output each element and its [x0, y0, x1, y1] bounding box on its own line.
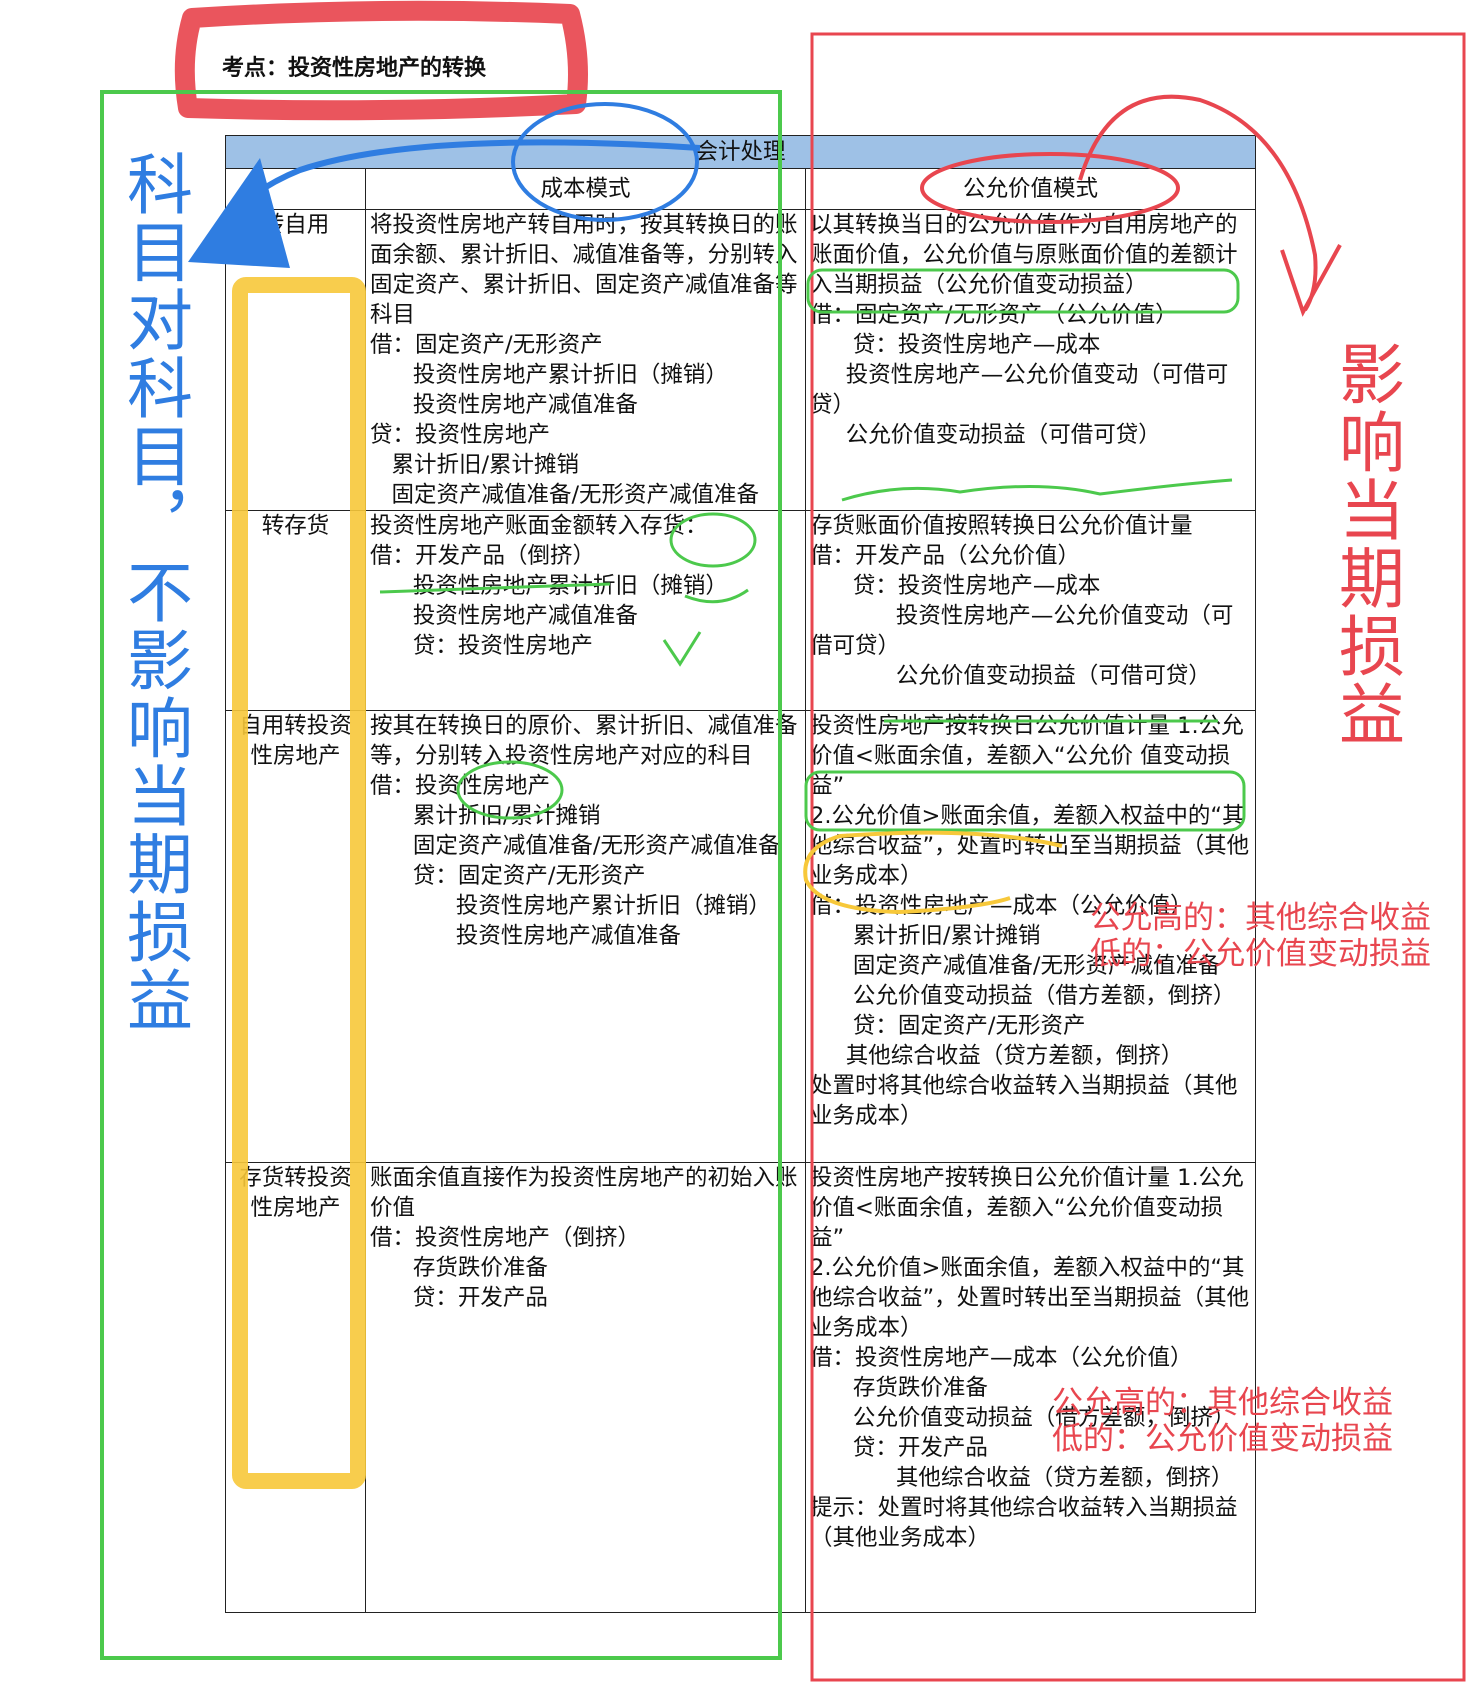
cell-line: 公允价值变动损益（借方差额，倒挤） — [810, 983, 1236, 1009]
row-label: 存货转投资性房地产 — [225, 1162, 366, 1613]
cell-line: 投资性房地产按转换日公允价值计量 1.公允价值<账面余值，差额入“公允价 值变动… — [810, 713, 1244, 799]
cell-line: 借：固定资产/无形资产（公允价值） — [810, 302, 1178, 328]
note-line: 低的：公允价值变动损益 — [1090, 936, 1431, 972]
cell-line: 公允价值变动损益（可借可贷） — [810, 422, 1161, 448]
cell-line: 借：开发产品（倒挤） — [370, 543, 596, 569]
right-annotation-profit-impact: 影响当期损益 — [1328, 340, 1405, 748]
cell-line: 投资性房地产账面金额转入存货： — [370, 513, 708, 539]
left-annotation-no-profit-impact: 科目对科目，不影响当期损益 — [116, 150, 193, 1034]
fair-cell: 存货账面价值按照转换日公允价值计量借：开发产品（公允价值） 贷：投资性房地产—成… — [804, 510, 1257, 711]
cell-line: 贷：投资性房地产 — [370, 633, 593, 659]
header-empty — [225, 168, 366, 210]
cell-line: 借：投资性房地产 — [370, 773, 551, 799]
cell-line: 贷：固定资产/无形资产 — [810, 1013, 1086, 1039]
cost-cell: 将投资性房地产转自用时，按其转换日的账面余额、累计折旧、减值准备等，分别转入固定… — [365, 209, 806, 511]
cell-line: 处置时将其他综合收益转入当期损益（其他业务成本） — [810, 1073, 1238, 1129]
cell-line: 贷：开发产品 — [370, 1285, 548, 1311]
cell-line: 按其在转换日的原价、累计折旧、减值准备等，分别转入投资性房地产对应的科目 — [370, 713, 798, 769]
table-row: 转存货 投资性房地产账面金额转入存货： 借：开发产品（倒挤） 投资性房地产累计折旧… — [225, 510, 1257, 711]
fair-cell: 以其转换当日的公允价值作为自用房地产的账面价值，公允价值与原账面价值的差额计入当… — [804, 209, 1257, 511]
table-header-row: 会计处理 — [224, 135, 1257, 169]
red-note-row3: 公允高的：其他综合收益 低的：公允价值变动损益 — [1090, 900, 1431, 972]
cell-line: 以其转换当日的公允价值作为自用房地产的账面价值，公允价值与原账面价值的差额计入当… — [810, 212, 1238, 298]
cell-line: 固定资产减值准备/无形资产减值准备 — [370, 482, 760, 508]
table-subheader-row: 成本模式 公允价值模式 — [225, 168, 1257, 210]
cell-line: 累计折旧/累计摊销 — [370, 803, 601, 829]
cell-line: 账面余值直接作为投资性房地产的初始入账价值 — [370, 1165, 798, 1221]
cell-line: 借：投资性房地产（倒挤） — [370, 1225, 641, 1251]
cell-line: 投资性房地产—公允价值变动（可借可贷） — [810, 603, 1234, 659]
cell-line: 投资性房地产减值准备 — [370, 923, 681, 949]
cell-line: 贷：投资性房地产 — [370, 422, 551, 448]
cost-cell: 账面余值直接作为投资性房地产的初始入账价值借：投资性房地产（倒挤） 存货跌价准备… — [365, 1162, 806, 1613]
cell-line: 贷：投资性房地产—成本 — [810, 332, 1101, 358]
cell-line: 将投资性房地产转自用时，按其转换日的账面余额、累计折旧、减值准备等，分别转入固定… — [370, 212, 798, 328]
row-label: 转存货 — [225, 510, 366, 711]
cell-line: 借：开发产品（公允价值） — [810, 543, 1081, 569]
cell-line: 投资性房地产累计折旧（摊销） — [370, 573, 728, 599]
cell-line: 投资性房地产按转换日公允价值计量 1.公允价值<账面余值，差额入“公允价值变动损… — [810, 1165, 1244, 1251]
cell-line: 投资性房地产—公允价值变动（可借可贷） — [810, 362, 1229, 418]
note-line: 公允高的：其他综合收益 — [1090, 900, 1431, 936]
red-note-row4: 公允高的：其他综合收益 低的：公允价值变动损益 — [1052, 1385, 1393, 1457]
cell-line: 提示：处置时将其他综合收益转入当期损益（其他业务成本） — [810, 1495, 1238, 1551]
note-line: 低的：公允价值变动损益 — [1052, 1421, 1393, 1457]
cell-line: 存货账面价值按照转换日公允价值计量 — [810, 513, 1193, 539]
cell-line: 其他综合收益（贷方差额，倒挤） — [810, 1043, 1184, 1069]
header-cost-model: 成本模式 — [365, 168, 806, 210]
cell-line: 2.公允价值>账面余值，差额入权益中的“其他综合收益”，处置时转出至当期损益（其… — [810, 803, 1250, 889]
cell-line: 投资性房地产减值准备 — [370, 392, 638, 418]
cell-line: 公允价值变动损益（可借可贷） — [810, 663, 1211, 689]
cell-line: 固定资产减值准备/无形资产减值准备 — [370, 833, 781, 859]
cell-line: 2.公允价值>账面余值，差额入权益中的“其他综合收益”，处置时转出至当期损益（其… — [810, 1255, 1250, 1341]
cell-line: 贷：投资性房地产—成本 — [810, 573, 1101, 599]
page-title: 考点：投资性房地产的转换 — [222, 56, 487, 81]
cell-line: 借：投资性房地产—成本（公允价值） — [810, 1345, 1193, 1371]
cost-cell: 投资性房地产账面金额转入存货： 借：开发产品（倒挤） 投资性房地产累计折旧（摊销）… — [365, 510, 806, 711]
table-row: 转自用 将投资性房地产转自用时，按其转换日的账面余额、累计折旧、减值准备等，分别… — [225, 209, 1257, 511]
cell-line: 存货跌价准备 — [370, 1255, 548, 1281]
cell-line: 贷：固定资产/无形资产 — [370, 863, 646, 889]
note-line: 公允高的：其他综合收益 — [1052, 1385, 1393, 1421]
cell-line: 投资性房地产累计折旧（摊销） — [370, 893, 771, 919]
row-label: 自用转投资性房地产 — [225, 710, 366, 1163]
cell-line: 借：固定资产/无形资产 — [370, 332, 603, 358]
header-fair-value-model: 公允价值模式 — [804, 168, 1257, 210]
cell-line: 投资性房地产累计折旧（摊销） — [370, 362, 728, 388]
cell-line: 其他综合收益（贷方差额，倒挤） — [810, 1465, 1234, 1491]
header-accounting: 会计处理 — [224, 135, 1257, 169]
cell-line: 投资性房地产减值准备 — [370, 603, 638, 629]
cost-cell: 按其在转换日的原价、累计折旧、减值准备等，分别转入投资性房地产对应的科目借：投资… — [365, 710, 806, 1163]
red-arrow-head — [1280, 244, 1342, 317]
row-label: 转自用 — [225, 209, 366, 511]
cell-line: 累计折旧/累计摊销 — [370, 452, 580, 478]
